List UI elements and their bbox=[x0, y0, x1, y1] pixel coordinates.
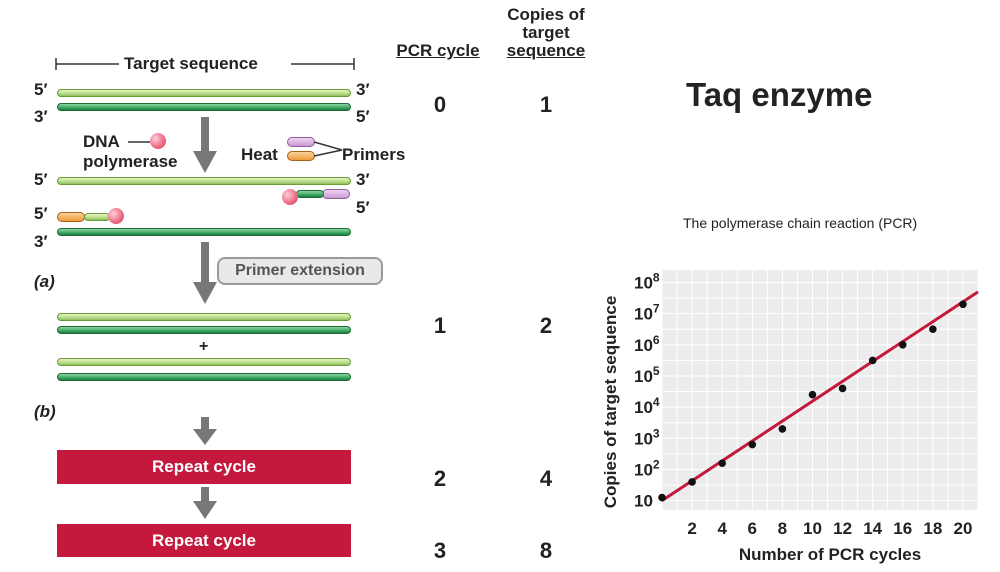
x-tick-label: 18 bbox=[923, 519, 942, 538]
x-tick-label: 2 bbox=[687, 519, 696, 538]
panel-b-label: (b) bbox=[34, 402, 56, 421]
y-tick-label: 10 bbox=[634, 492, 653, 511]
strand-end-label: 3′ bbox=[34, 232, 48, 251]
cycle-value: 1 bbox=[433, 313, 447, 338]
x-tick-label: 6 bbox=[748, 519, 757, 538]
pcr-cycle-header: PCR cycle bbox=[396, 41, 480, 60]
y-tick-label: 103 bbox=[634, 426, 660, 448]
heat-label: Heat bbox=[241, 145, 278, 164]
data-point bbox=[778, 425, 787, 433]
target-sequence-bracket bbox=[55, 58, 355, 70]
data-points bbox=[658, 300, 967, 502]
copies-header-line1: Copies of bbox=[507, 5, 585, 24]
strand-end-label: 5′ bbox=[34, 170, 48, 189]
data-point bbox=[929, 325, 937, 334]
x-axis-label: Number of PCR cycles bbox=[739, 545, 921, 564]
y-tick-label: 108 bbox=[634, 270, 660, 292]
pointer-lines bbox=[314, 141, 343, 157]
x-tick-label: 16 bbox=[893, 519, 912, 538]
dna-strand-dark bbox=[57, 228, 351, 236]
chart-caption: The polymerase chain reaction (PCR) bbox=[683, 215, 918, 231]
primers-label: Primers bbox=[342, 145, 406, 164]
dna-strand-light bbox=[57, 89, 351, 97]
copies-value: 2 bbox=[539, 313, 553, 338]
x-tick-label: 4 bbox=[717, 519, 727, 538]
data-point bbox=[748, 440, 757, 449]
strand-end-label: 3′ bbox=[356, 170, 370, 189]
dna-polymerase-label-line1: DNA bbox=[83, 132, 120, 151]
y-axis-label: Copies of target sequence bbox=[601, 296, 620, 509]
down-arrow-icon bbox=[193, 417, 217, 445]
strand-end-label: 5′ bbox=[356, 198, 370, 217]
y-tick-label: 104 bbox=[634, 395, 660, 417]
y-tick-label: 105 bbox=[634, 364, 660, 386]
data-point bbox=[959, 300, 967, 309]
dna-polymerase-icon bbox=[108, 208, 124, 224]
cycle-value: 3 bbox=[433, 538, 447, 563]
y-tick-label: 106 bbox=[634, 333, 660, 355]
y-tick-label: 107 bbox=[634, 302, 660, 324]
new-strand-segment bbox=[296, 190, 324, 198]
x-tick-label: 20 bbox=[953, 519, 972, 538]
data-point bbox=[898, 341, 907, 349]
repeat-cycle-bar: Repeat cycle bbox=[57, 524, 351, 557]
primer-icon bbox=[57, 212, 85, 222]
strand-end-label: 5′ bbox=[34, 80, 48, 99]
primer-icon bbox=[287, 137, 315, 147]
primer-icon bbox=[287, 151, 315, 161]
down-arrow-icon bbox=[193, 117, 217, 173]
plus-sign: + bbox=[199, 338, 209, 355]
target-sequence-label: Target sequence bbox=[124, 54, 258, 73]
data-point bbox=[658, 493, 666, 502]
data-point bbox=[808, 390, 817, 399]
copies-value: 8 bbox=[539, 538, 553, 563]
copies-value: 1 bbox=[539, 92, 553, 117]
strand-end-label: 5′ bbox=[34, 204, 48, 223]
data-point bbox=[688, 478, 696, 486]
copies-value: 4 bbox=[539, 466, 553, 491]
page-title: Taq enzyme bbox=[686, 76, 873, 113]
data-point bbox=[718, 459, 726, 468]
data-point bbox=[868, 356, 877, 365]
y-axis-ticks: 10 102 103 104 105 106 107 108 bbox=[634, 270, 660, 510]
cycle-value: 2 bbox=[433, 466, 447, 491]
dna-strand-light bbox=[57, 313, 351, 321]
data-point bbox=[838, 384, 847, 393]
x-tick-label: 14 bbox=[863, 519, 882, 538]
grid bbox=[661, 270, 979, 510]
panel-a-label: (a) bbox=[34, 272, 55, 291]
plot-area bbox=[662, 270, 978, 510]
repeat-cycle-bar: Repeat cycle bbox=[57, 450, 351, 484]
dna-polymerase-label-line2: polymerase bbox=[83, 152, 178, 171]
x-tick-label: 8 bbox=[778, 519, 787, 538]
primer-extension-label: Primer extension bbox=[217, 257, 383, 285]
strand-end-label: 5′ bbox=[356, 107, 370, 126]
dna-strand-light bbox=[57, 358, 351, 366]
fit-line bbox=[661, 290, 979, 502]
dna-strand-dark bbox=[57, 103, 351, 111]
x-tick-label: 10 bbox=[803, 519, 822, 538]
cycle-value: 0 bbox=[433, 92, 447, 117]
primer-icon bbox=[322, 189, 350, 199]
y-tick-label: 102 bbox=[634, 457, 660, 479]
dna-polymerase-icon bbox=[150, 133, 166, 149]
copies-header-line3: sequence bbox=[506, 41, 586, 60]
pointer-line bbox=[128, 141, 150, 143]
strand-end-label: 3′ bbox=[34, 107, 48, 126]
copies-header-line2: target bbox=[522, 23, 570, 42]
new-strand-segment bbox=[84, 213, 110, 221]
dna-strand-dark bbox=[57, 373, 351, 381]
down-arrow-icon bbox=[193, 242, 217, 304]
x-tick-label: 12 bbox=[833, 519, 852, 538]
dna-polymerase-icon bbox=[282, 189, 298, 205]
x-axis-ticks: 2 4 6 8 10 12 14 16 18 20 bbox=[687, 519, 972, 538]
strand-end-label: 3′ bbox=[356, 80, 370, 99]
dna-strand-light bbox=[57, 177, 351, 185]
dna-strand-dark bbox=[57, 326, 351, 334]
pcr-growth-chart: 10 102 103 104 105 106 107 108 2 4 6 8 10 12 14 16 18 20… bbox=[601, 270, 979, 564]
down-arrow-icon bbox=[193, 487, 217, 519]
